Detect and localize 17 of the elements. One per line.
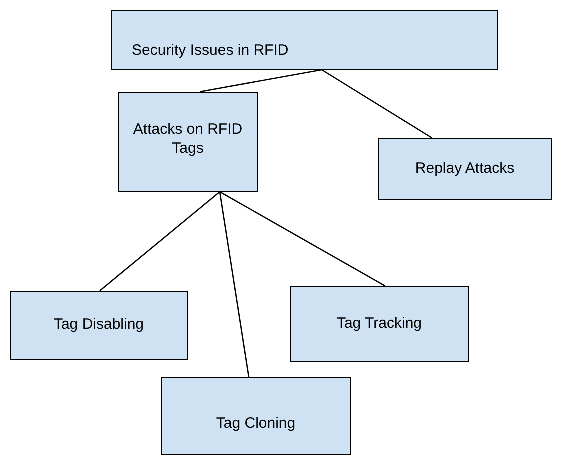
topic-label: Security Issues in RFID xyxy=(132,42,289,61)
topic-box xyxy=(10,291,188,360)
topic-label: Tag Tracking xyxy=(336,314,422,334)
connector-line xyxy=(322,69,432,139)
topic-box xyxy=(161,377,351,455)
connector-line xyxy=(100,192,220,292)
connector-line xyxy=(200,69,322,93)
topic-box xyxy=(118,92,258,192)
connector-line xyxy=(219,192,250,378)
topic-box xyxy=(290,286,469,362)
topic-box xyxy=(378,138,552,200)
topic-label: Replay Attacks xyxy=(415,160,515,178)
topic-label: Tag Disabling xyxy=(54,316,144,335)
connector-line xyxy=(220,191,386,287)
topic-label: Attacks on RFID Tags xyxy=(132,121,244,158)
topic-box xyxy=(111,10,498,70)
topic-label: Tag Cloning xyxy=(216,415,296,434)
